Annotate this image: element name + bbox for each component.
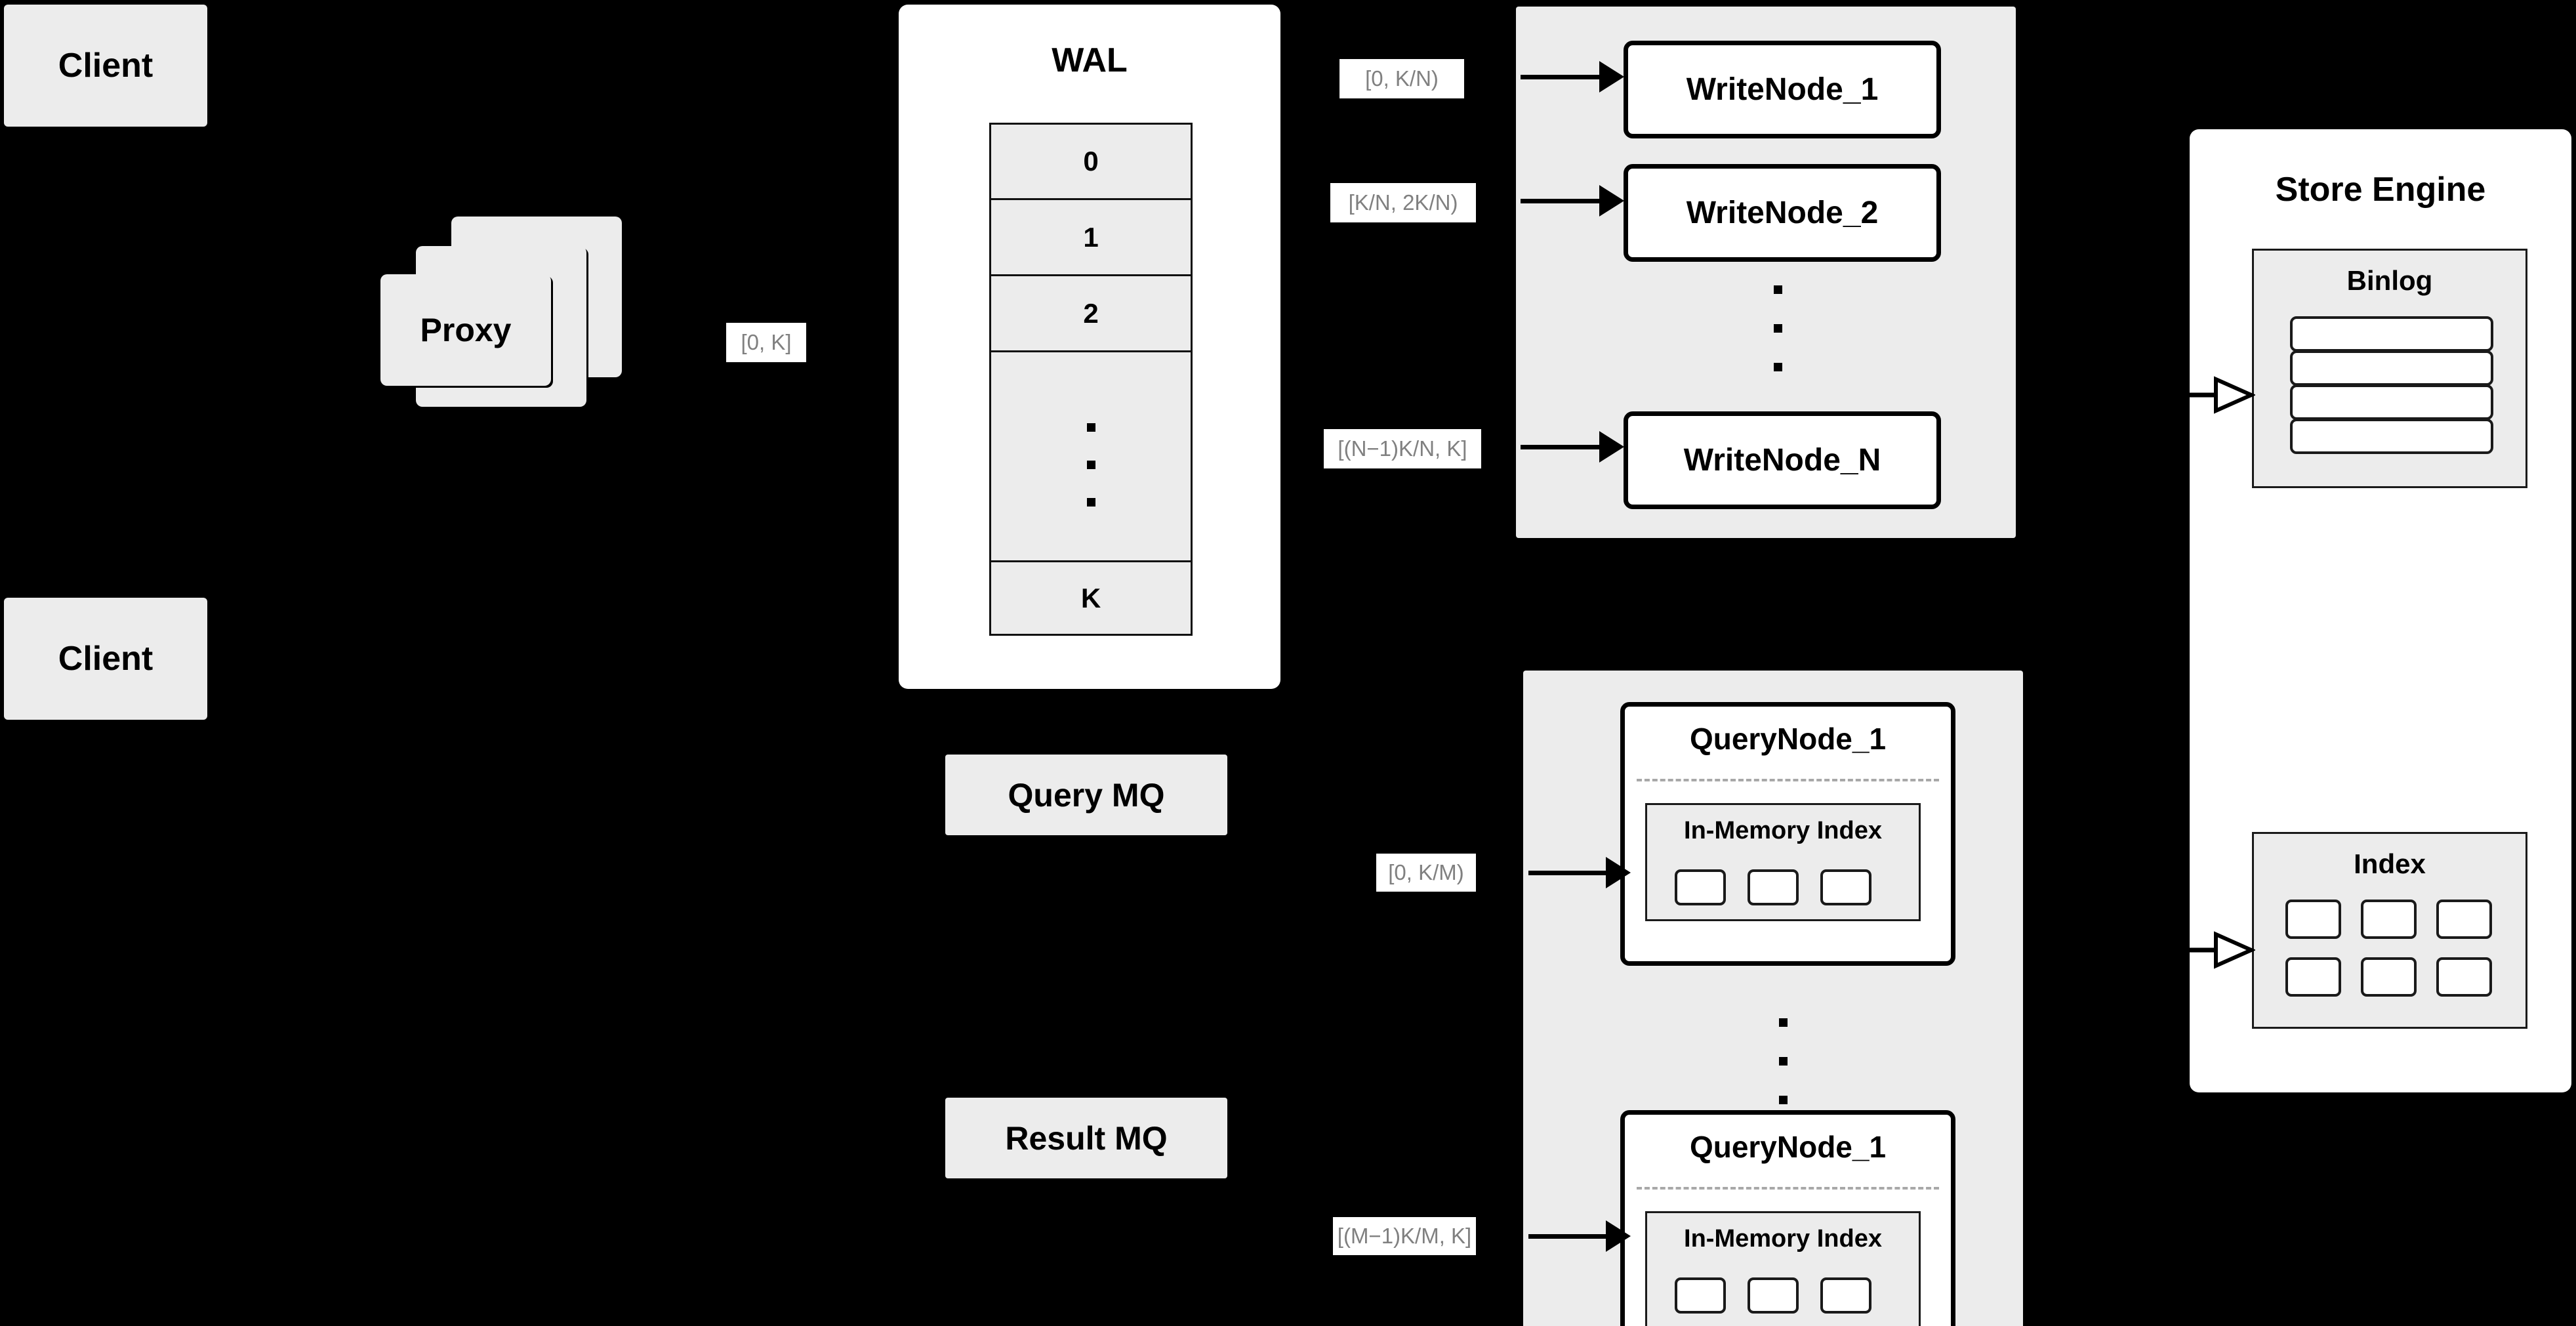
write-node-1[interactable]: WriteNode_1 bbox=[1624, 41, 1941, 138]
client-label-1: Client bbox=[58, 47, 153, 85]
query-cluster-ellipsis-dots bbox=[1620, 1018, 1946, 1104]
arrow-head-write-n bbox=[1599, 431, 1624, 463]
proxy-card-front[interactable]: Proxy bbox=[380, 274, 551, 386]
store-index-chip-2[interactable] bbox=[2361, 900, 2417, 939]
query-node-2-label: QueryNode_1 bbox=[1689, 1130, 1887, 1164]
query-node-1[interactable]: QueryNode_1 In-Memory Index bbox=[1620, 702, 1955, 966]
index-chip-2-1[interactable] bbox=[1675, 1277, 1726, 1314]
query-node-2-separator bbox=[1637, 1187, 1939, 1190]
proxy-stack[interactable]: Proxy bbox=[380, 217, 669, 433]
client-box-2[interactable]: Client bbox=[4, 598, 207, 720]
arrow-line-query-m bbox=[1528, 1234, 1608, 1239]
in-memory-index-panel-2: In-Memory Index bbox=[1645, 1211, 1921, 1326]
binlog-panel: Binlog bbox=[2252, 249, 2527, 488]
wal-row-k[interactable]: K bbox=[1080, 583, 1101, 613]
query-node-cluster-panel: QueryNode_1 In-Memory Index QueryNode_1 bbox=[1523, 671, 2023, 1326]
store-index-chip-6[interactable] bbox=[2436, 957, 2492, 997]
result-mq-box[interactable]: Result MQ bbox=[945, 1098, 1227, 1178]
write-node-2[interactable]: WriteNode_2 bbox=[1624, 164, 1941, 262]
store-index-chip-5[interactable] bbox=[2361, 957, 2417, 997]
write-node-cluster-panel: WriteNode_1 WriteNode_2 WriteNode_N bbox=[1516, 7, 2016, 538]
range-label-write-2: [K/N, 2K/N) bbox=[1330, 183, 1476, 222]
arrow-line-write-n bbox=[1521, 445, 1602, 449]
store-index-chip-3[interactable] bbox=[2436, 900, 2492, 939]
index-chip-1-3[interactable] bbox=[1820, 869, 1871, 905]
index-chip-1-1[interactable] bbox=[1675, 869, 1726, 905]
range-label-query-m: [(M−1)K/M, K] bbox=[1333, 1217, 1476, 1255]
in-memory-index-title-1: In-Memory Index bbox=[1684, 817, 1882, 844]
write-node-n[interactable]: WriteNode_N bbox=[1624, 411, 1941, 509]
index-chip-2-2[interactable] bbox=[1748, 1277, 1799, 1314]
arrow-line-write-1 bbox=[1521, 75, 1602, 79]
binlog-bar-4[interactable] bbox=[2290, 419, 2493, 454]
range-label-write-1: [0, K/N) bbox=[1339, 59, 1464, 98]
wal-row-1[interactable]: 1 bbox=[991, 200, 1191, 276]
store-engine-title: Store Engine bbox=[2275, 171, 2486, 209]
binlog-title: Binlog bbox=[2346, 265, 2433, 296]
query-node-1-label: QueryNode_1 bbox=[1689, 722, 1887, 756]
binlog-bar-3[interactable] bbox=[2290, 384, 2493, 420]
arrow-to-binlog bbox=[2190, 375, 2255, 415]
query-node-1-separator bbox=[1637, 779, 1939, 781]
index-chip-1-2[interactable] bbox=[1748, 869, 1799, 905]
wal-title: WAL bbox=[1052, 41, 1128, 79]
query-mq-box[interactable]: Query MQ bbox=[945, 755, 1227, 835]
wal-table: 0 1 2 K bbox=[989, 123, 1193, 636]
arrow-line-query-1 bbox=[1528, 871, 1608, 875]
client-label-2: Client bbox=[58, 640, 153, 678]
range-label-write-n: [(N−1)K/N, K] bbox=[1324, 429, 1481, 468]
range-label-proxy-to-wal: [0, K] bbox=[726, 323, 806, 362]
binlog-bar-2[interactable] bbox=[2290, 350, 2493, 386]
wal-panel: WAL 0 1 2 K bbox=[899, 5, 1280, 689]
binlog-bar-1[interactable] bbox=[2290, 316, 2493, 352]
wal-row-ellipsis bbox=[991, 352, 1191, 562]
arrow-head-query-m bbox=[1606, 1220, 1631, 1252]
arrow-head-query-1 bbox=[1606, 857, 1631, 888]
proxy-label: Proxy bbox=[420, 312, 512, 348]
write-cluster-ellipsis-dots bbox=[1624, 285, 1932, 371]
index-chip-2-3[interactable] bbox=[1820, 1277, 1871, 1314]
arrow-head-write-2 bbox=[1599, 185, 1624, 217]
query-node-2[interactable]: QueryNode_1 In-Memory Index bbox=[1620, 1110, 1955, 1326]
arrow-to-index bbox=[2190, 930, 2255, 970]
store-index-chip-1[interactable] bbox=[2285, 900, 2341, 939]
client-box-1[interactable]: Client bbox=[4, 5, 207, 127]
range-label-query-1: [0, K/M) bbox=[1376, 854, 1476, 892]
arrow-head-write-1 bbox=[1599, 61, 1624, 93]
arrow-line-write-2 bbox=[1521, 199, 1602, 203]
wal-row-0[interactable]: 0 bbox=[991, 125, 1191, 200]
store-index-chip-4[interactable] bbox=[2285, 957, 2341, 997]
in-memory-index-title-2: In-Memory Index bbox=[1684, 1225, 1882, 1253]
store-engine-panel: Store Engine Binlog Index bbox=[2190, 129, 2571, 1092]
in-memory-index-panel-1: In-Memory Index bbox=[1645, 803, 1921, 921]
wal-row-2[interactable]: 2 bbox=[991, 276, 1191, 352]
index-panel: Index bbox=[2252, 832, 2527, 1029]
index-title: Index bbox=[2354, 848, 2426, 879]
wal-ellipsis-dots bbox=[991, 423, 1191, 535]
